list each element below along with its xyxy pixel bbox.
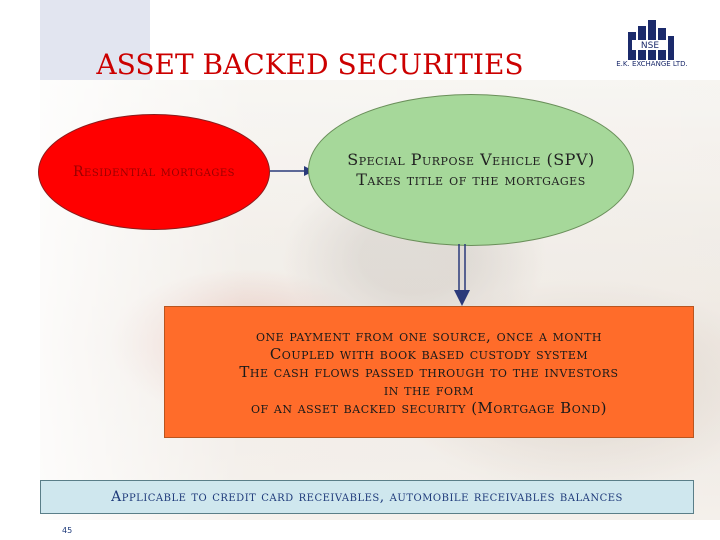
residential-mortgages-node: Residential mortgages	[38, 114, 270, 230]
applicability-text: Applicable to credit card receivables, a…	[111, 489, 623, 505]
logo-caption: E.K. EXCHANGE LTD.	[616, 60, 688, 68]
page-number: 45	[62, 526, 73, 535]
cash-flow-line-4: in the form	[383, 381, 475, 399]
spv-subtitle: Takes title of the mortgages	[356, 170, 586, 189]
top-band	[40, 0, 150, 80]
cash-flow-box: one payment from one source, once a mont…	[164, 306, 694, 438]
svg-text:NSE: NSE	[641, 41, 659, 51]
spv-node: Special Purpose Vehicle (SPV) Takes titl…	[308, 94, 634, 246]
applicability-note: Applicable to credit card receivables, a…	[40, 480, 694, 514]
slide-title: ASSET BACKED SECURITIES	[96, 48, 524, 81]
exchange-logo-icon: NSE	[628, 20, 674, 60]
cash-flow-line-5: of an asset backed security (Mortgage Bo…	[250, 399, 608, 417]
cash-flow-line-3: The cash flows passed through to the inv…	[239, 363, 619, 381]
spv-title: Special Purpose Vehicle (SPV)	[347, 150, 595, 169]
arrow-down-icon	[454, 244, 470, 306]
cash-flow-line-2: Coupled with book based custody system	[269, 345, 589, 363]
left-margin	[0, 0, 40, 540]
residential-mortgages-label: Residential mortgages	[73, 164, 235, 180]
cash-flow-line-1: one payment from one source, once a mont…	[255, 327, 602, 345]
